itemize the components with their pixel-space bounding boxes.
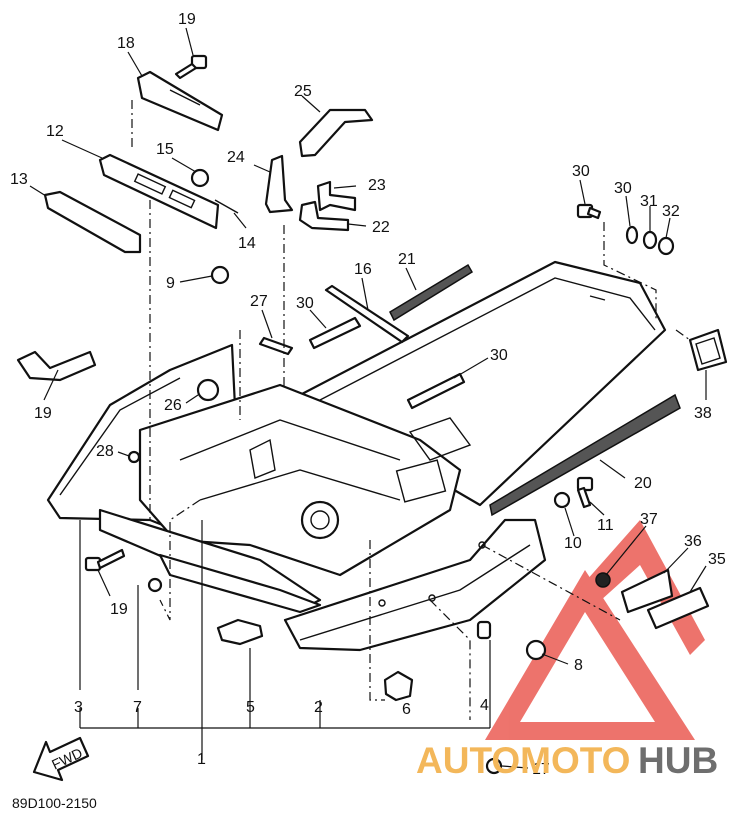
callout-35: 35 bbox=[708, 551, 726, 568]
alignment-lines bbox=[131, 100, 691, 720]
leader-lines bbox=[29, 27, 707, 769]
part-17-cap bbox=[485, 757, 503, 775]
part-26-grip bbox=[298, 108, 374, 158]
callout-37: 37 bbox=[640, 511, 658, 528]
part-19-bolt-bottom bbox=[84, 548, 126, 572]
callout-12: 12 bbox=[46, 123, 64, 140]
callout-13: 13 bbox=[10, 171, 28, 188]
callout-25: 24 bbox=[227, 149, 245, 166]
part-24-bracket bbox=[316, 180, 357, 212]
callout-19-top: 19 bbox=[178, 11, 196, 28]
watermark-word-accent: AUTOMOTO bbox=[416, 740, 630, 781]
callout-18: 18 bbox=[117, 35, 135, 52]
callout-33: 31 bbox=[640, 193, 658, 210]
callout-27: 26 bbox=[164, 397, 182, 414]
part-22-bar bbox=[389, 263, 474, 322]
part-7-cap bbox=[147, 577, 163, 593]
part-36-plate bbox=[620, 568, 674, 614]
callout-14: 14 bbox=[238, 235, 256, 252]
part-32-washer bbox=[625, 225, 639, 245]
callout-9: 9 bbox=[166, 275, 175, 292]
part-19-bolt-top bbox=[174, 54, 208, 80]
part-14-pin bbox=[214, 199, 239, 214]
part-13-rod bbox=[43, 190, 142, 254]
part-34-cap bbox=[657, 236, 675, 256]
callout-26: 25 bbox=[294, 83, 312, 100]
part-37-nut bbox=[595, 572, 611, 588]
part-6-clip bbox=[383, 670, 414, 702]
part-4-spacer bbox=[476, 620, 492, 640]
callout-labels: 19 18 25 12 15 24 13 23 22 14 30 30 31 3… bbox=[10, 11, 726, 778]
callout-24: 23 bbox=[368, 177, 386, 194]
fwd-arrow: FWD bbox=[32, 736, 90, 782]
callout-30-left: 30 bbox=[296, 295, 314, 312]
part-8-grommet bbox=[525, 639, 547, 661]
callout-17: 17 bbox=[532, 761, 550, 778]
callout-28: 27 bbox=[250, 293, 268, 310]
callout-19-bottom: 19 bbox=[110, 601, 128, 618]
callout-8: 8 bbox=[574, 657, 583, 674]
callout-31: 30 bbox=[572, 163, 590, 180]
callout-10: 10 bbox=[564, 535, 582, 552]
frame-assembly bbox=[46, 260, 681, 652]
diagram-code: 89D100-2150 bbox=[12, 795, 97, 811]
callout-36: 36 bbox=[684, 533, 702, 550]
callout-30-right: 30 bbox=[490, 347, 508, 364]
part-28-shim bbox=[258, 336, 294, 356]
part-29-nut bbox=[127, 450, 141, 464]
callout-38: 38 bbox=[694, 405, 712, 422]
part-33-nut bbox=[642, 230, 658, 250]
part-18-bracket bbox=[136, 70, 224, 132]
part-16-bar bbox=[324, 284, 410, 344]
callout-5: 5 bbox=[246, 699, 255, 716]
callout-2: 2 bbox=[314, 699, 323, 716]
part-25-lever bbox=[264, 154, 294, 214]
part-27-washer bbox=[196, 378, 220, 402]
callout-4: 4 bbox=[480, 697, 489, 714]
part-20-guard bbox=[16, 350, 97, 382]
watermark-word-dark: HUB bbox=[638, 740, 718, 781]
callout-32: 30 bbox=[614, 180, 632, 197]
part-31-bolt bbox=[576, 203, 602, 220]
callout-15: 15 bbox=[156, 141, 174, 158]
callout-34: 32 bbox=[662, 203, 680, 220]
callout-21: 20 bbox=[634, 475, 652, 492]
callout-16: 16 bbox=[354, 261, 372, 278]
part-10-washer bbox=[553, 491, 571, 509]
callout-3: 3 bbox=[74, 699, 83, 716]
callout-7: 7 bbox=[133, 699, 142, 716]
callout-6: 6 bbox=[402, 701, 411, 718]
part-30-rod-right bbox=[406, 372, 466, 410]
watermark-text: AUTOMOTO HUB bbox=[416, 740, 718, 781]
part-12-plate bbox=[98, 153, 220, 230]
callout-20: 19 bbox=[34, 405, 52, 422]
callout-23: 22 bbox=[372, 219, 390, 236]
part-15-nut bbox=[190, 168, 210, 188]
part-30-rod-left bbox=[308, 316, 362, 350]
callout-11: 11 bbox=[597, 517, 614, 534]
callout-1: 1 bbox=[197, 751, 206, 768]
callout-29: 28 bbox=[96, 443, 114, 460]
part-23-bracket bbox=[298, 200, 350, 232]
part-9-nut bbox=[210, 265, 230, 285]
part-35-pad bbox=[646, 586, 710, 630]
part-5-bracket bbox=[216, 618, 264, 646]
part-11-bolt bbox=[576, 476, 594, 509]
callout-22: 21 bbox=[398, 251, 416, 268]
part-38-pad bbox=[688, 328, 728, 372]
